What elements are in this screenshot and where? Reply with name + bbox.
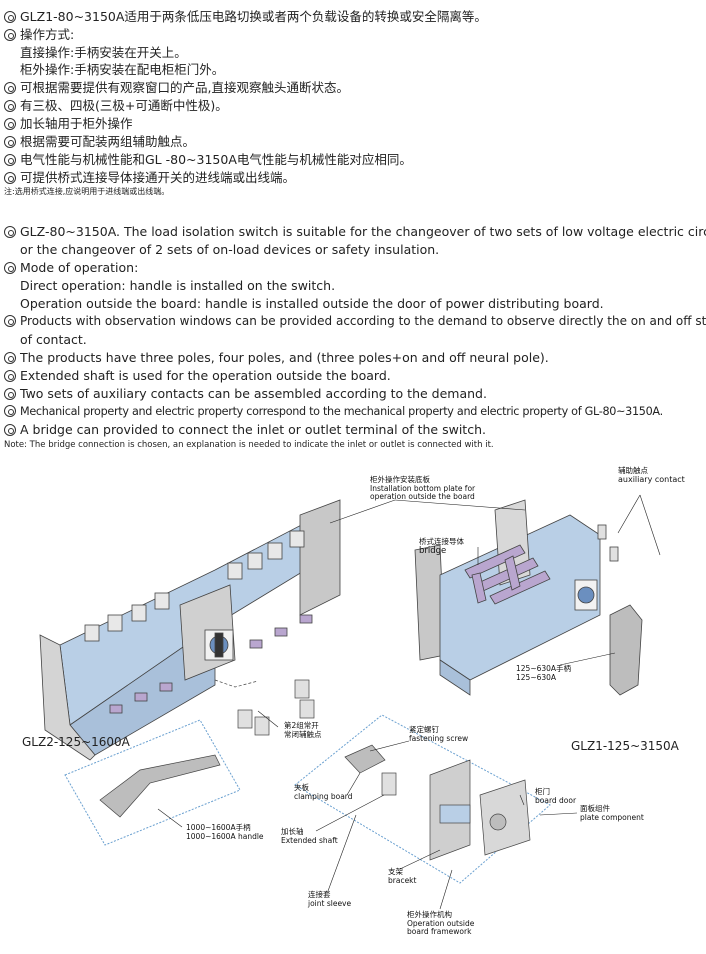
label-install-plate: 柜外操作安装底板 Installation bottom plate for o… <box>370 475 476 501</box>
double-circle-bullet-icon <box>4 315 16 327</box>
cn-line-7: 加长轴用于柜外操作 <box>4 116 133 132</box>
cn-note: 注:选用桥式连接,应说明用于进线端或出线端。 <box>4 187 170 196</box>
cn-line-8: 根据需要可配装两组辅助触点。 <box>4 134 195 150</box>
double-circle-bullet-icon <box>4 118 16 130</box>
double-circle-bullet-icon <box>4 154 16 166</box>
en-line-2: Mode of operation: <box>4 259 138 276</box>
en-line-3: Direct operation: handle is installed on… <box>20 278 336 293</box>
cn-line-1: GLZ1-80~3150A适用于两条低压电路切换或者两个负载设备的转换或安全隔离… <box>4 9 487 25</box>
label-handle-630: 125~630A手柄 125~630A <box>516 664 572 682</box>
label-handle-1600: 1000~1600A手柄 1000~1600A handle <box>186 823 264 841</box>
cn-line-6: 有三极、四极(三极+可通断中性极)。 <box>4 98 228 114</box>
en-line-1: GLZ-80~3150A. The load isolation switch … <box>4 223 706 240</box>
label-plate-component: 面板组件 plate component <box>580 804 644 822</box>
double-circle-bullet-icon <box>4 100 16 112</box>
label-joint-sleeve: 连接套 joint sleeve <box>308 890 352 908</box>
model-label-right: GLZ1-125~3150A <box>571 739 679 753</box>
double-circle-bullet-icon <box>4 136 16 148</box>
en-line-1b: or the changeover of 2 sets of on-load d… <box>20 242 440 257</box>
label-board-door: 柜门 board door <box>535 787 577 805</box>
handle-1600-box <box>64 719 241 846</box>
label-aux-contact: 辅助触点 auxiliary contact <box>618 466 685 484</box>
cn-line-3: 直接操作:手柄安装在开关上。 <box>20 45 187 60</box>
cn-line-10: 可提供桥式连接导体接通开关的进线端或出线端。 <box>4 170 295 186</box>
label-bridge: 桥式连接导体 bridge <box>419 537 464 556</box>
en-line-9: Mechanical property and electric propert… <box>4 403 663 420</box>
double-circle-bullet-icon <box>4 262 16 274</box>
double-circle-bullet-icon <box>4 370 16 382</box>
en-line-10: A bridge can provided to connect the inl… <box>4 421 486 438</box>
switch-assembly-illustration <box>39 494 661 910</box>
cn-line-9: 电气性能与机械性能和GL -80~3150A电气性能与机械性能对应相同。 <box>4 152 412 168</box>
en-line-7: Extended shaft is used for the operation… <box>4 367 391 384</box>
glz2-switch-drawing <box>39 499 341 761</box>
en-line-5b: of contact. <box>20 332 87 347</box>
en-note: Note: The bridge connection is chosen, a… <box>4 440 494 450</box>
en-line-8: Two sets of auxiliary contacts can be as… <box>4 385 487 402</box>
cn-line-5: 可根据需要提供有观察窗口的产品,直接观察触头通断状态。 <box>4 80 349 96</box>
operation-mechanism-box <box>294 714 551 884</box>
en-line-6: The products have three poles, four pole… <box>4 349 549 366</box>
label-aux-group2: 第2组常开 常闭辅触点 <box>284 721 322 739</box>
label-extended-shaft: 加长轴 Extended shaft <box>281 827 338 845</box>
glz1-switch-drawing <box>414 499 643 696</box>
label-operation-framework: 柜外操作机构 Operation outside board framework <box>407 910 475 936</box>
double-circle-bullet-icon <box>4 82 16 94</box>
label-fastening-screw: 紧定螺钉 fastening screw <box>409 725 469 743</box>
double-circle-bullet-icon <box>4 388 16 400</box>
double-circle-bullet-icon <box>4 424 16 436</box>
model-label-left: GLZ2-125~1600A <box>22 735 130 749</box>
en-line-4: Operation outside the board: handle is i… <box>20 296 604 311</box>
cn-line-4: 柜外操作:手柄安装在配电柜柜门外。 <box>20 62 225 77</box>
aux-contacts-small <box>214 679 315 736</box>
double-circle-bullet-icon <box>4 11 16 23</box>
cn-line-2: 操作方式: <box>4 27 74 43</box>
double-circle-bullet-icon <box>4 29 16 41</box>
label-bracket: 支架 bracekt <box>388 867 417 885</box>
en-line-5: Products with observation windows can be… <box>4 313 706 330</box>
double-circle-bullet-icon <box>4 405 16 417</box>
double-circle-bullet-icon <box>4 352 16 364</box>
double-circle-bullet-icon <box>4 172 16 184</box>
label-clamping-board: 夹板 clamping board <box>294 783 353 801</box>
double-circle-bullet-icon <box>4 226 16 238</box>
